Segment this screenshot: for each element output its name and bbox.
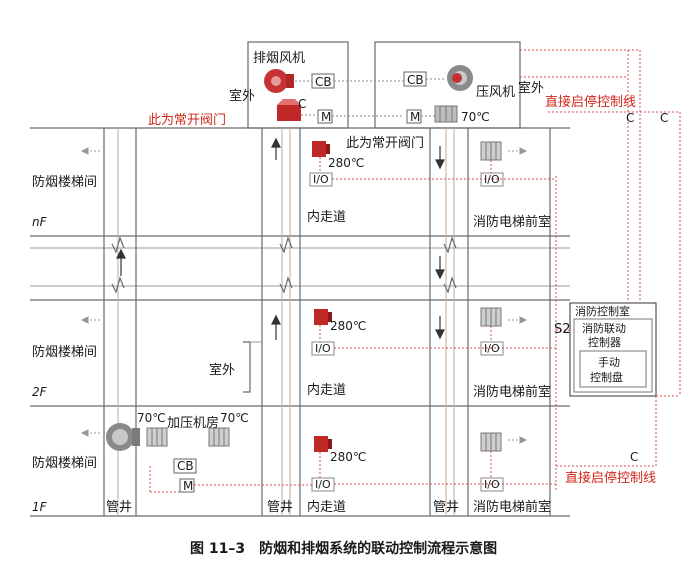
nf-exhaust-valve <box>312 141 330 157</box>
s2-label: S2 <box>554 322 571 337</box>
linkage-controller-line2: 控制器 <box>588 335 621 349</box>
pressure-m-label: M <box>410 110 420 124</box>
1f-damper-a <box>146 427 168 447</box>
control-room-box <box>569 302 657 397</box>
shaft-pipes <box>117 128 455 516</box>
1f-io-label: I/O <box>315 478 331 491</box>
2f-exhaust-valve <box>314 309 332 325</box>
pressurization-room-label: 加压机房 <box>167 415 219 431</box>
figure-caption: 图 11–3 防烟和排烟系统的联动控制流程示意图 <box>190 540 497 557</box>
temp-70-1f-left: 70℃ <box>137 411 166 425</box>
shaft-label-left: 管井 <box>106 500 132 515</box>
1f-exhaust-valve <box>314 436 332 452</box>
elevator-lobby-2f: 消防电梯前室 <box>473 384 551 400</box>
outdoor-label-right: 室外 <box>518 80 544 96</box>
control-room-label: 消防控制室 <box>575 304 630 318</box>
temp-280-1f: 280℃ <box>330 450 366 464</box>
2f-io-label: I/O <box>315 342 331 355</box>
stairwell-1f: 防烟楼梯间 <box>32 455 97 471</box>
stairwell-2f: 防烟楼梯间 <box>32 344 97 360</box>
manual-panel-line2: 控制盘 <box>590 370 623 384</box>
outdoor-bump <box>243 341 251 393</box>
pressurization-fan-icon <box>106 423 140 451</box>
vertical-walls <box>103 128 551 516</box>
shaft-label-right: 管井 <box>433 500 459 515</box>
elevator-lobby-1f: 消防电梯前室 <box>473 499 551 515</box>
stairwell-nf: 防烟楼梯间 <box>32 174 97 190</box>
exhaust-cb-label: CB <box>315 75 332 89</box>
exhaust-m-label: M <box>321 110 331 124</box>
break-symbols <box>111 236 457 294</box>
floor-2-label: 2F <box>32 385 48 399</box>
valve-note-red: 此为常开阀门 <box>148 113 226 128</box>
temp-70-1f-right: 70℃ <box>220 411 249 425</box>
exhaust-fan-icon <box>264 69 294 93</box>
flow-arrows <box>116 137 445 340</box>
1f-io-right-label: I/O <box>484 478 500 491</box>
corridor-nf: 内走道 <box>307 209 346 225</box>
nf-pressure-damper <box>480 141 502 161</box>
pressure-fan-label: 压风机 <box>476 85 515 100</box>
1f-pressure-damper <box>480 432 502 452</box>
control-wiring <box>149 49 681 493</box>
pressure-cb-label: CB <box>407 73 424 87</box>
outdoor-label-mid: 室外 <box>209 362 235 378</box>
direct-control-line-top: 直接启停控制线 <box>545 94 636 110</box>
temp-280-2f: 280℃ <box>330 319 366 333</box>
direct-control-line-bottom: 直接启停控制线 <box>565 470 656 486</box>
exhaust-valve-icon <box>277 99 301 121</box>
pressure-damper-icon <box>434 105 458 123</box>
1f-cb-label: CB <box>177 459 194 473</box>
temp-280-nf: 280℃ <box>328 156 364 170</box>
corridor-2f: 内走道 <box>307 382 346 398</box>
2f-pressure-damper <box>480 307 502 327</box>
c-label-top-1: C <box>626 111 634 125</box>
floor-1-label: 1F <box>32 500 48 514</box>
linkage-controller-line1: 消防联动 <box>582 321 626 335</box>
temp-70-top: 70℃ <box>461 110 490 124</box>
corridor-1f: 内走道 <box>307 499 346 515</box>
floor-n-label: nF <box>32 215 48 229</box>
2f-io-right-label: I/O <box>484 342 500 355</box>
outdoor-label-left: 室外 <box>229 88 255 104</box>
c-label-top-2: C <box>660 111 668 125</box>
pressure-fan-icon <box>447 65 473 91</box>
elevator-lobby-nf: 消防电梯前室 <box>473 214 551 230</box>
exhaust-fan-label: 排烟风机 <box>253 51 305 66</box>
nf-io-label: I/O <box>313 173 329 186</box>
valve-note-black: 此为常开阀门 <box>346 136 424 151</box>
1f-m-label: M <box>183 479 193 493</box>
shaft-label-mid: 管井 <box>267 500 293 515</box>
1f-cb-box <box>173 458 197 474</box>
1f-damper-b <box>208 427 230 447</box>
exhaust-c-label: C <box>298 97 306 111</box>
manual-panel-line1: 手动 <box>598 355 620 369</box>
c-label-bottom: C <box>630 450 638 464</box>
nf-io-right-label: I/O <box>484 173 500 186</box>
outlet-arrows <box>80 147 528 444</box>
